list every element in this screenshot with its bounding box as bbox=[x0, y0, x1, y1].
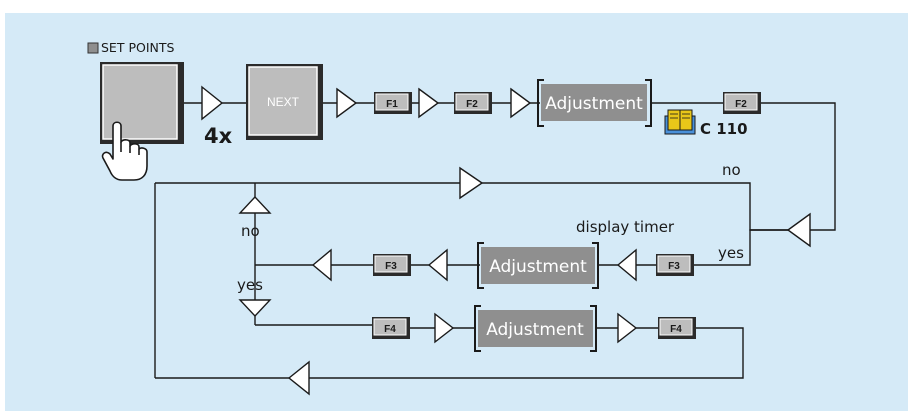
arrow-left-icon bbox=[427, 248, 448, 282]
display-timer-label: display timer bbox=[576, 218, 675, 236]
arrow-up-icon bbox=[238, 195, 272, 214]
adjustment-display-2: Adjustment bbox=[477, 242, 599, 289]
repeat-count-label: 4x bbox=[204, 124, 233, 148]
set-points-label: SET POINTS bbox=[101, 40, 174, 55]
arrow-right-icon bbox=[201, 85, 224, 121]
arrow-down-icon bbox=[238, 299, 272, 318]
f4-key-label: F4 bbox=[670, 324, 682, 335]
f2-key-label: F2 bbox=[735, 99, 747, 110]
next-key[interactable]: NEXT bbox=[246, 64, 323, 140]
arrow-right-icon bbox=[510, 87, 532, 119]
adjustment-label: Adjustment bbox=[486, 320, 584, 340]
hand-pointer-icon bbox=[101, 121, 148, 181]
arrow-left-icon bbox=[616, 248, 637, 282]
next-key-label: NEXT bbox=[267, 95, 300, 109]
arrow-left-icon bbox=[459, 166, 484, 200]
reference-code: C 110 bbox=[700, 120, 748, 138]
arrow-left-icon bbox=[311, 248, 332, 282]
adjustment-display-1: Adjustment bbox=[537, 79, 652, 127]
arrow-right-icon bbox=[617, 312, 638, 344]
no-label-right: no bbox=[722, 161, 741, 179]
arrow-left-icon bbox=[287, 360, 310, 396]
set-points-indicator-icon bbox=[87, 42, 99, 54]
f2-key-label: F2 bbox=[466, 99, 478, 110]
adjustment-display-3: Adjustment bbox=[474, 305, 597, 352]
f3-key-label: F3 bbox=[668, 261, 680, 272]
arrow-left-icon bbox=[786, 212, 811, 248]
no-label-left: no bbox=[241, 222, 260, 240]
arrow-right-icon bbox=[336, 87, 358, 119]
flow-arrows bbox=[201, 85, 811, 396]
f1-key[interactable]: F1 bbox=[374, 92, 412, 114]
f2-key-confirm[interactable]: F2 bbox=[723, 92, 761, 114]
adjustment-label: Adjustment bbox=[489, 257, 587, 277]
f3-key-enter[interactable]: F3 bbox=[656, 254, 694, 276]
f4-key-confirm[interactable]: F4 bbox=[658, 317, 696, 339]
book-icon bbox=[664, 109, 696, 135]
f3-key-label: F3 bbox=[385, 261, 397, 272]
adjustment-label: Adjustment bbox=[545, 94, 643, 114]
arrow-right-icon bbox=[434, 312, 455, 344]
f4-key-label: F4 bbox=[384, 324, 396, 335]
f4-key[interactable]: F4 bbox=[372, 317, 410, 339]
f2-key[interactable]: F2 bbox=[454, 92, 492, 114]
f3-key[interactable]: F3 bbox=[373, 254, 411, 276]
yes-label-left: yes bbox=[237, 276, 263, 294]
arrow-right-icon bbox=[418, 87, 440, 119]
yes-label-right: yes bbox=[718, 244, 744, 262]
f1-key-label: F1 bbox=[386, 99, 398, 110]
